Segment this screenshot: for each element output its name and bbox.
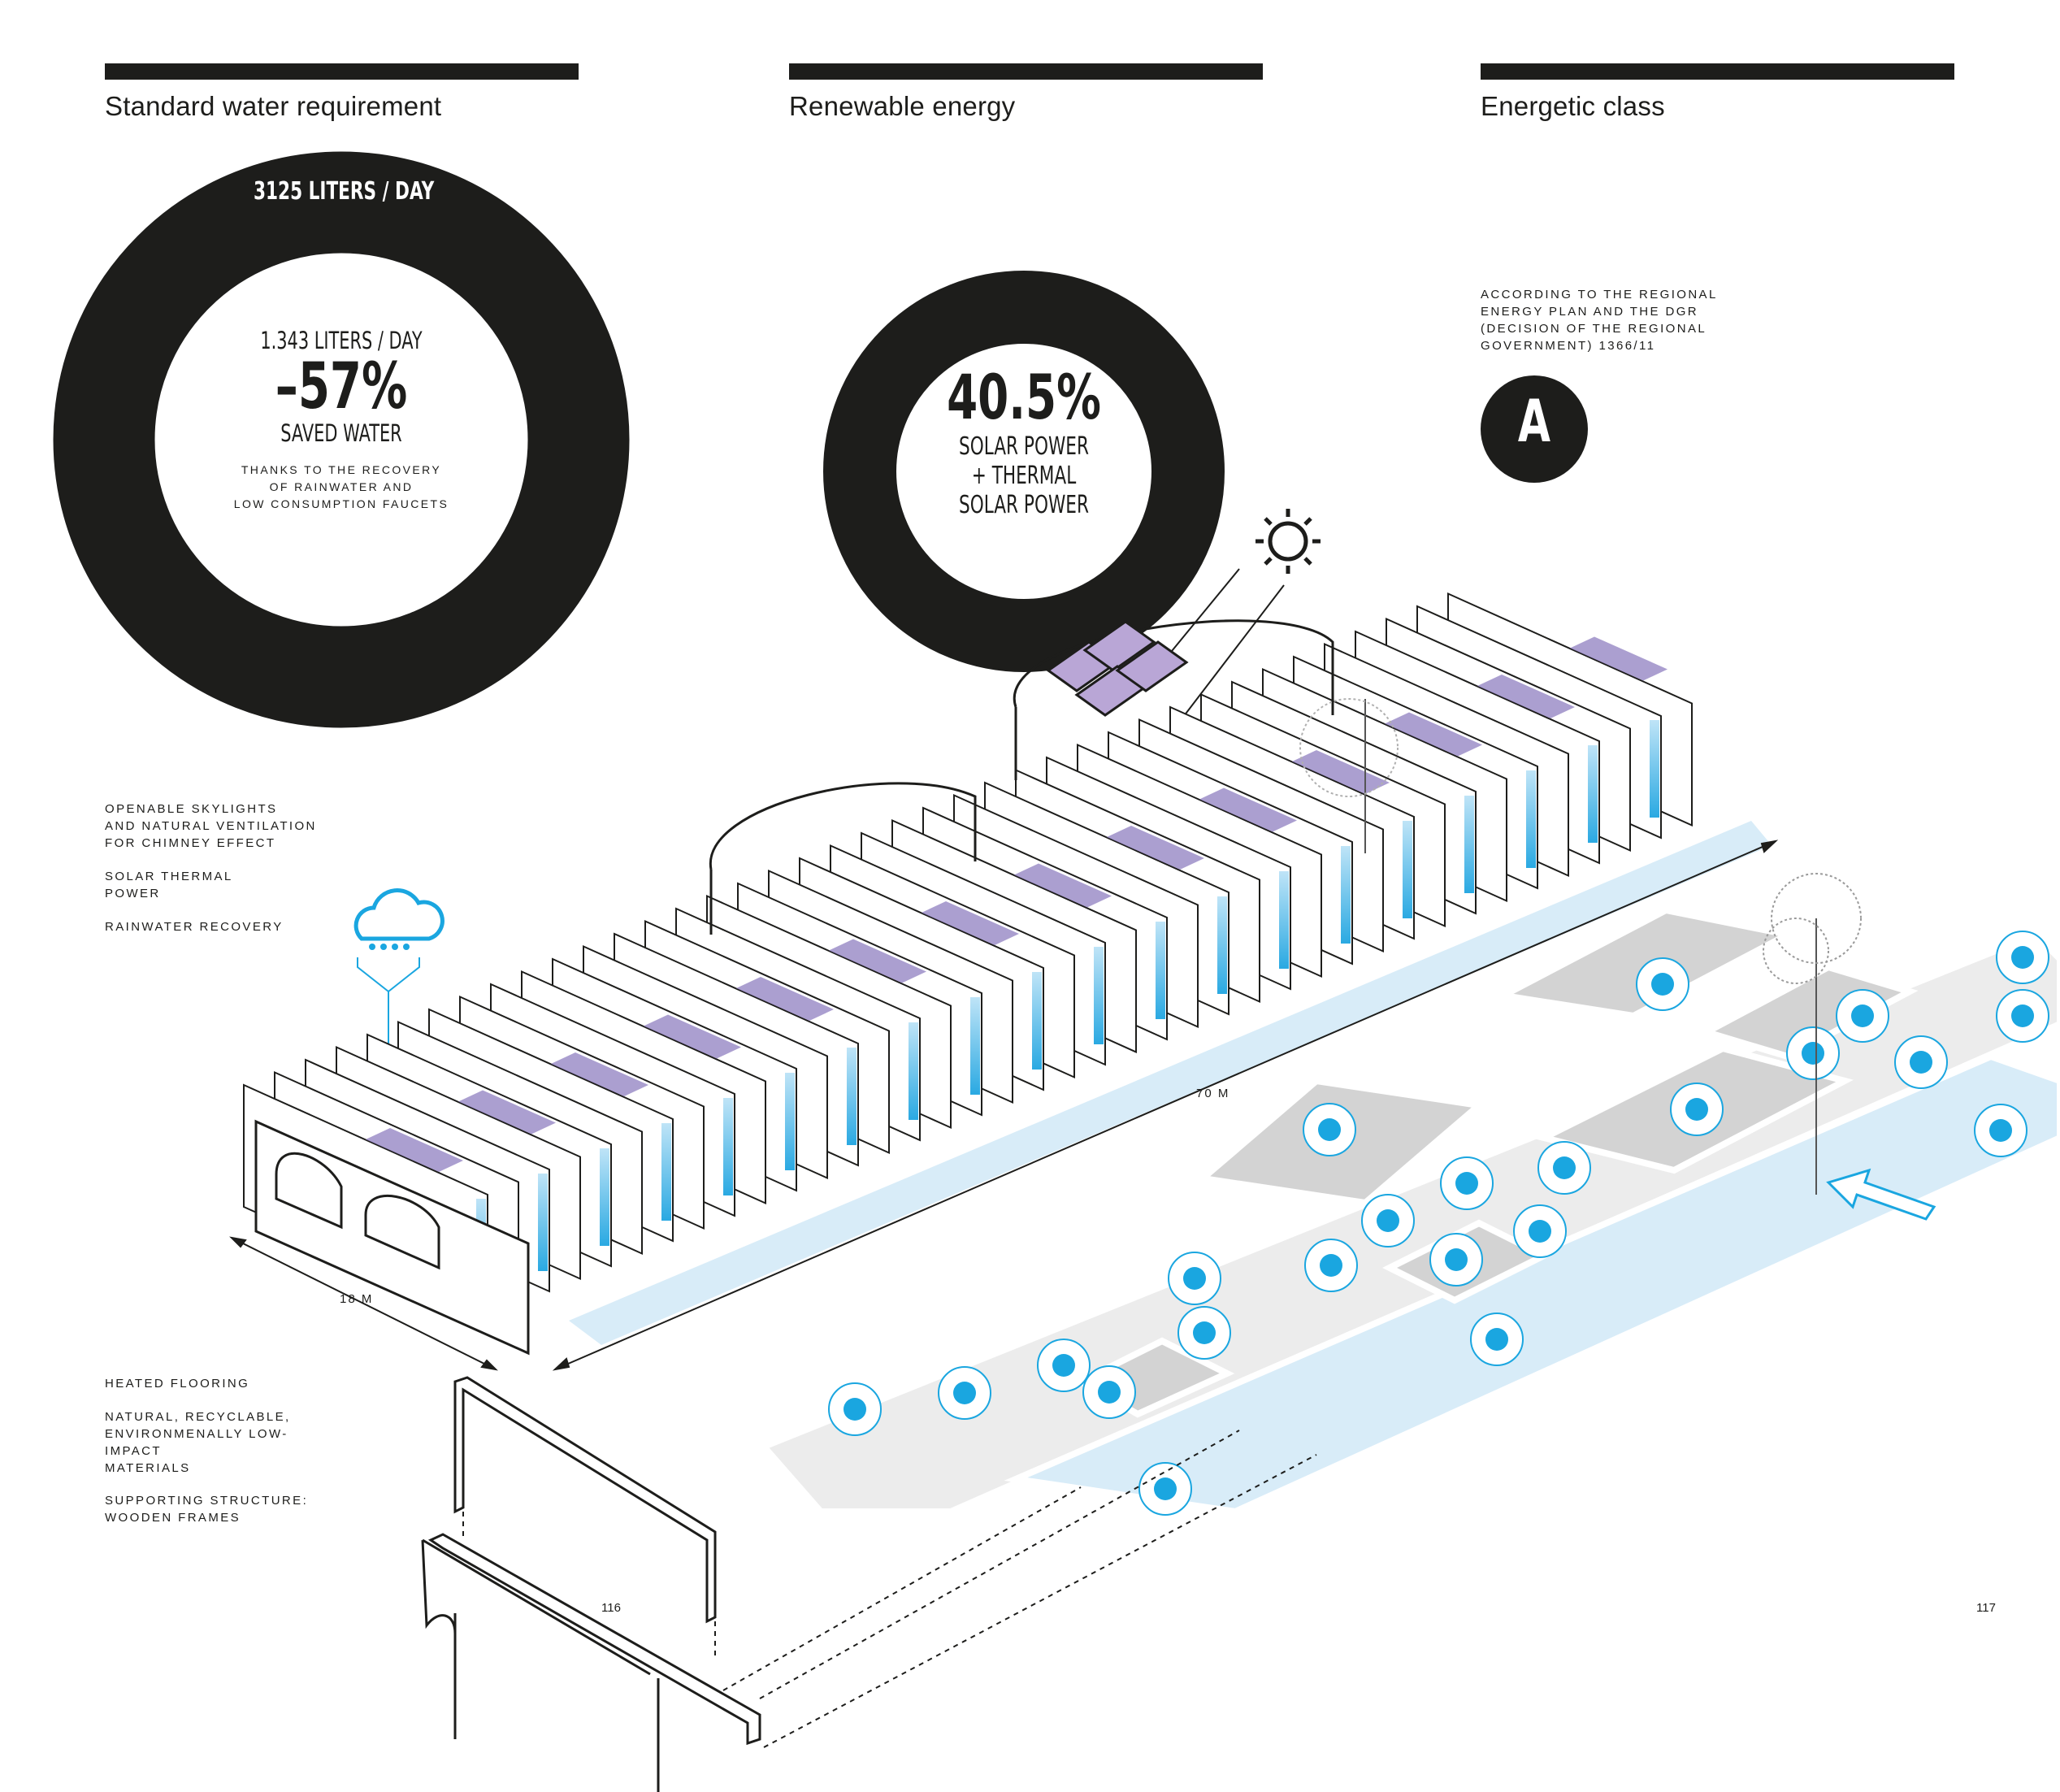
- skylight-panel: [366, 1128, 463, 1172]
- diaper-icon: [1894, 1035, 1948, 1089]
- glass-panel: [970, 997, 980, 1095]
- water-ring: [53, 151, 630, 728]
- crib-icon: [1786, 1026, 1840, 1080]
- annotation-heated-flooring: HEATED FLOORING: [105, 1377, 250, 1391]
- solar-panels: [1046, 620, 1189, 717]
- skylight-panel: [458, 1090, 556, 1135]
- annotation-materials: NATURAL, RECYCLABLE, ENVIRONMENALLY LOW-…: [105, 1410, 291, 1475]
- skylight-panel: [551, 1052, 648, 1096]
- stroller-icon: [1670, 1083, 1724, 1136]
- water-consumption-value: 1.343 LITERS / DAY: [260, 327, 423, 354]
- skylight-panel: [1014, 863, 1112, 908]
- skylight-panel: [644, 1014, 741, 1059]
- annotation-rainwater: RAINWATER RECOVERY: [105, 920, 284, 934]
- water-title: Standard water requirement: [105, 91, 442, 121]
- tree-icon: [1299, 698, 1862, 1195]
- glass-panel: [1341, 846, 1351, 944]
- sun-icon: [1256, 509, 1321, 574]
- crib-icon: [1537, 1141, 1591, 1195]
- energy-line3: SOLAR POWER: [959, 491, 1089, 519]
- skylight-panel: [1477, 675, 1575, 718]
- corridor: [1004, 1052, 2060, 1516]
- toy-blocks-icon: [938, 1366, 991, 1420]
- glass-panel: [909, 1022, 918, 1120]
- annotation-solar-thermal: SOLAR THERMAL POWER: [105, 870, 233, 900]
- class-a-badge: [1481, 375, 1588, 483]
- water-standard-value: 3125 LITERS / DAY: [254, 177, 435, 206]
- glass-panel: [538, 1174, 548, 1271]
- toilet-icon: [1440, 1156, 1494, 1210]
- energy-line2: + THERMAL: [971, 462, 1077, 490]
- diaper-icon: [1996, 989, 2049, 1043]
- children-icon: [1303, 1103, 1356, 1156]
- crib-icon: [1177, 1306, 1231, 1360]
- changing-table-icon: [1138, 1462, 1192, 1516]
- bath-icon: [1974, 1104, 2027, 1157]
- baby-bottle-icon: [1636, 957, 1689, 1011]
- water-saving-percent: –57%: [275, 350, 408, 423]
- dimension-lines: [229, 840, 1779, 1371]
- diaper-icon: [1513, 1204, 1567, 1258]
- glass-panel: [1650, 720, 1659, 818]
- diaper-icon: [1429, 1233, 1483, 1287]
- entrance-arrow-icon: [1826, 1168, 1936, 1221]
- hanger-icon: [1361, 1194, 1415, 1247]
- class-grade: A: [1517, 387, 1551, 455]
- glass-panel: [600, 1148, 609, 1246]
- crib-icon: [1304, 1239, 1358, 1292]
- glass-panel: [1156, 922, 1165, 1019]
- skylight-panel: [922, 901, 1019, 945]
- hanger-icon: [1836, 989, 1889, 1043]
- glass-panel: [1279, 871, 1289, 969]
- water-saved-label: SAVED WATER: [280, 419, 402, 447]
- page-number-left: 116: [601, 1601, 621, 1615]
- annotation-structure: SUPPORTING STRUCTURE: WOODEN FRAMES: [105, 1494, 309, 1525]
- glass-panel: [1094, 947, 1104, 1044]
- crawling-baby-icon: [1470, 1313, 1524, 1366]
- energy-ring: [823, 271, 1225, 672]
- crib-icon: [828, 1382, 882, 1436]
- diaper-icon: [1082, 1365, 1136, 1419]
- glass-panel: [1032, 972, 1042, 1070]
- glass-panel: [785, 1073, 795, 1170]
- skylight-panel: [736, 977, 834, 1021]
- skylight-lanterns: [709, 619, 1334, 935]
- skylight-panel: [1107, 826, 1204, 870]
- glass-panel: [1464, 796, 1474, 893]
- floor-plan: [758, 906, 2060, 1516]
- glass-panel: [847, 1048, 857, 1145]
- energy-title: Renewable energy: [789, 91, 1016, 121]
- crayon-icon: [1168, 1252, 1221, 1305]
- length-label: 70 M: [1196, 1087, 1229, 1100]
- skylight-panel: [1570, 636, 1668, 681]
- page-number-right: 117: [1976, 1601, 1996, 1615]
- exploded-frames: [421, 1376, 761, 1792]
- glass-panel: [1588, 745, 1598, 843]
- water-note: THANKS TO THE RECOVERY OF RAINWATER AND …: [233, 463, 449, 510]
- crib-icon: [1996, 931, 2049, 984]
- glass-panel: [723, 1098, 733, 1195]
- skylight-panel: [829, 939, 926, 983]
- class-title: Energetic class: [1481, 91, 1665, 121]
- energy-line1: SOLAR POWER: [959, 432, 1089, 461]
- building-structure: [243, 592, 1693, 1356]
- skylight-panel: [1199, 788, 1297, 832]
- building-end-wall: [254, 1119, 530, 1356]
- room: [1493, 906, 1798, 1020]
- glass-panel: [661, 1123, 671, 1221]
- glass-panel: [1526, 770, 1536, 868]
- energy-percent: 40.5%: [947, 361, 1101, 433]
- glass-panel: [1217, 896, 1227, 994]
- annotation-skylights: OPENABLE SKYLIGHTS AND NATURAL VENTILATI…: [105, 802, 317, 850]
- glass-panel: [1403, 821, 1412, 918]
- skylight-panel: [1385, 712, 1482, 757]
- water-header-bar: [105, 63, 579, 80]
- energy-header-bar: [789, 63, 1263, 80]
- class-note: ACCORDING TO THE REGIONAL ENERGY PLAN AN…: [1481, 288, 1718, 353]
- class-header-bar: [1481, 63, 1954, 80]
- hanger-icon: [1037, 1339, 1091, 1392]
- width-label: 18 M: [340, 1292, 373, 1306]
